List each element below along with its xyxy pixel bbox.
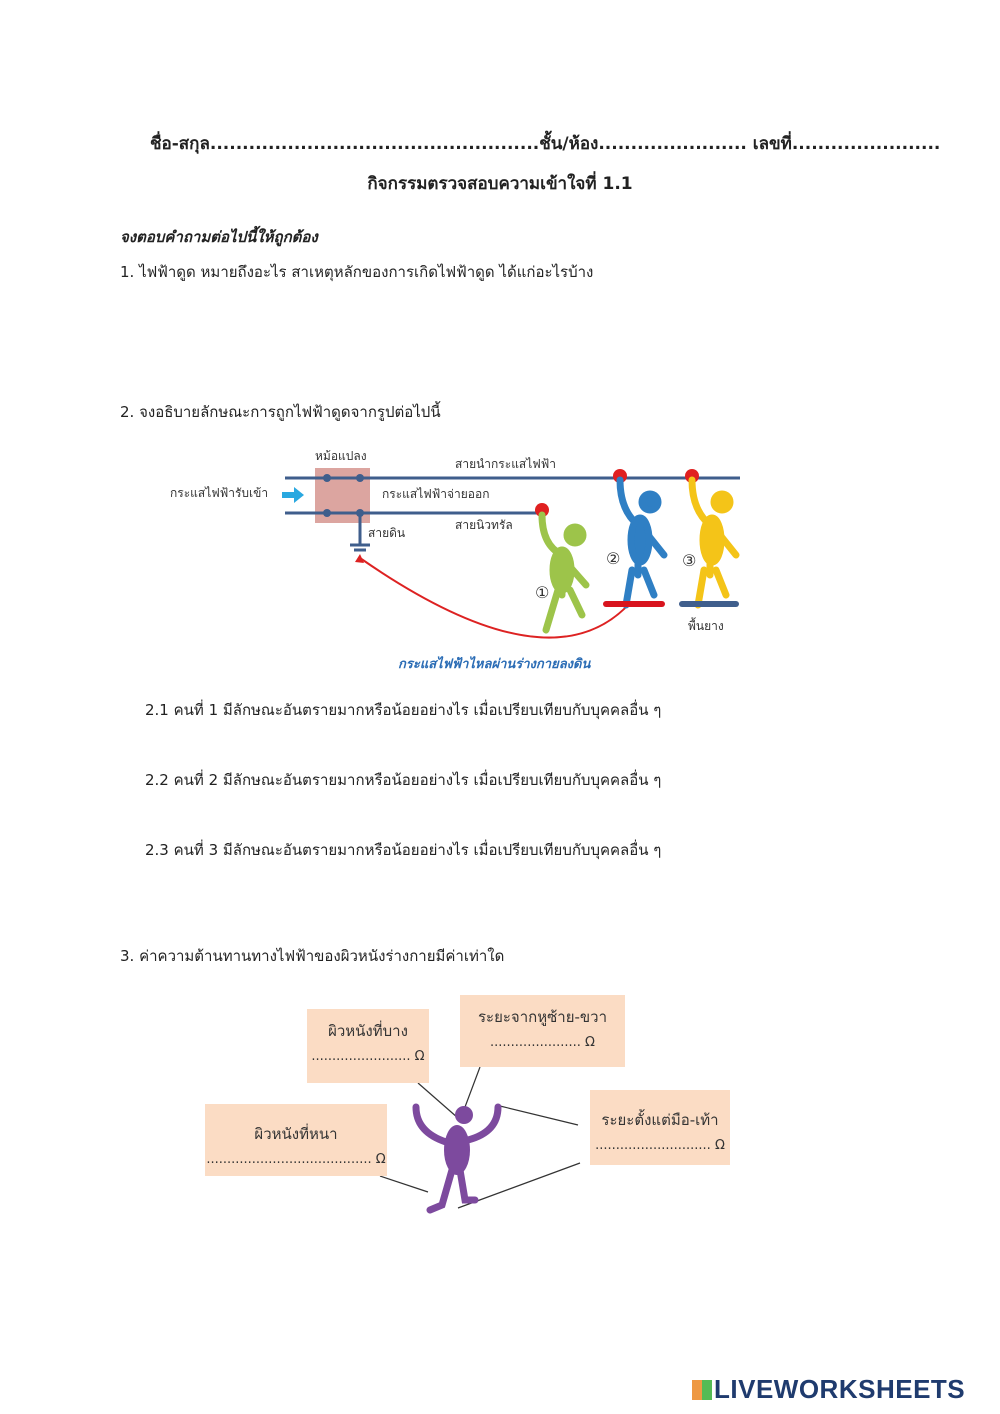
- person-2-number: ②: [606, 549, 620, 568]
- hand-foot-label: ระยะตั้งแต่มือ-เท้า: [601, 1111, 719, 1129]
- spark-icons: [535, 469, 699, 517]
- neutral-label: สายนิวทรัล: [455, 518, 513, 532]
- page-title: กิจกรรมตรวจสอบความเข้าใจที่ 1.1: [367, 174, 633, 194]
- ears-label: ระยะจากหูซ้าย-ขวา: [477, 1008, 608, 1026]
- current-flow-label: กระแสไฟฟ้าไหลผ่านร่างกายลงดิน: [398, 656, 591, 672]
- thick-skin-label: ผิวหนังที่หนา: [254, 1125, 338, 1143]
- question-2-1: 2.1 คนที่ 1 มีลักษณะอันตรายมากหรือน้อยอย…: [145, 701, 662, 719]
- person-1-number: ①: [535, 583, 549, 602]
- ears-box: ระยะจากหูซ้าย-ขวา ...................... …: [460, 995, 625, 1067]
- person-1-figure: [538, 511, 590, 634]
- person-3-figure: [688, 476, 740, 609]
- hand-foot-answer[interactable]: ............................ Ω: [595, 1138, 725, 1153]
- skin-resistance-diagram: [379, 1066, 581, 1214]
- purple-person-figure: [412, 1103, 502, 1214]
- person-3-number: ③: [682, 551, 696, 570]
- transformer-label: หม้อแปลง: [315, 449, 367, 463]
- rubber-floor-label: พื้นยาง: [688, 617, 724, 633]
- liveworksheets-logo: LIVEWORKSHEETS: [692, 1374, 965, 1405]
- class-field[interactable]: ชั้น/ห้อง.......................: [539, 134, 747, 154]
- thin-skin-label: ผิวหนังที่บาง: [328, 1022, 408, 1040]
- thick-skin-box: ผิวหนังที่หนา...........................…: [205, 1104, 387, 1176]
- student-info-line: ชื่อ-สกุล...............................…: [150, 130, 940, 157]
- live-wire-label: สายนำกระแสไฟฟ้า: [455, 457, 556, 471]
- thick-skin-answer[interactable]: ........................................…: [206, 1152, 386, 1167]
- output-label: กระแสไฟฟ้าจ่ายออก: [382, 487, 489, 501]
- name-field[interactable]: ชื่อ-สกุล...............................…: [150, 134, 540, 154]
- question-2: 2. จงอธิบายลักษณะการถูกไฟฟ้าดูดจากรูปต่อ…: [120, 403, 441, 421]
- thin-skin-box: ผิวหนังที่บาง ........................ Ω: [307, 1009, 429, 1083]
- question-1: 1. ไฟฟ้าดูด หมายถึงอะไร สาเหตุหลักของการ…: [120, 263, 594, 281]
- hand-foot-box: ระยะตั้งแต่มือ-เท้า.....................…: [590, 1090, 730, 1165]
- brand-text: LIVEWORKSHEETS: [714, 1374, 966, 1404]
- input-label: กระแสไฟฟ้ารับเข้า: [170, 486, 268, 500]
- person-2-figure: [616, 476, 668, 609]
- thin-skin-answer[interactable]: ........................ Ω: [311, 1049, 425, 1064]
- ground-label: สายดิน: [368, 526, 405, 540]
- question-2-2: 2.2 คนที่ 2 มีลักษณะอันตรายมากหรือน้อยอย…: [145, 771, 662, 789]
- electric-shock-diagram: หม้อแปลง กระแสไฟฟ้ารับเข้า สายนำกระแสไฟฟ…: [170, 449, 740, 672]
- question-3: 3. ค่าความต้านทานทางไฟฟ้าของผิวหนังร่างก…: [120, 947, 505, 965]
- number-field[interactable]: เลขที่.......................: [752, 134, 941, 154]
- instruction: จงตอบคำถามต่อไปนี้ให้ถูกต้อง: [120, 228, 318, 246]
- logo-icon: [692, 1380, 712, 1400]
- ears-answer[interactable]: ...................... Ω: [490, 1035, 595, 1050]
- arrow-icon: [282, 487, 304, 503]
- question-2-3: 2.3 คนที่ 3 มีลักษณะอันตรายมากหรือน้อยอย…: [145, 841, 662, 859]
